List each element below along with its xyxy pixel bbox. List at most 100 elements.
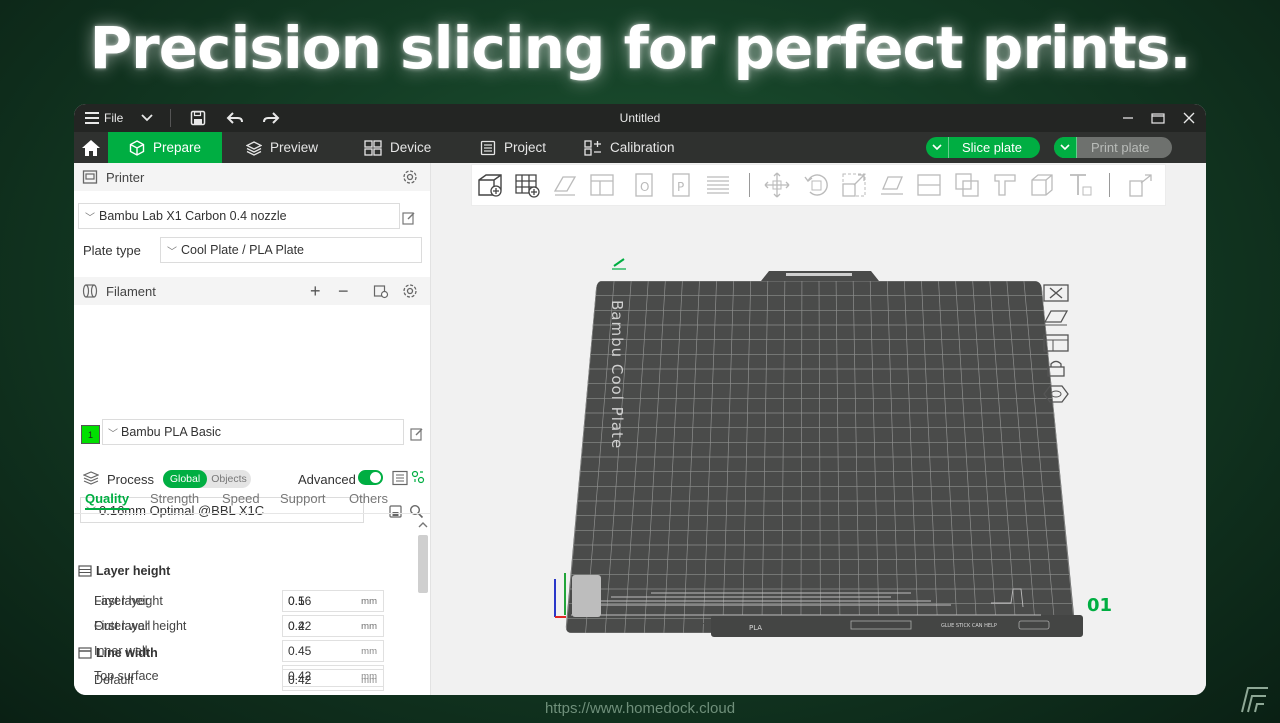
orient-plate-icon[interactable] — [1042, 307, 1070, 327]
delete-plate-icon[interactable] — [1042, 283, 1070, 303]
subtab-speed[interactable]: Speed — [222, 491, 260, 506]
close-icon[interactable] — [1183, 104, 1195, 132]
print-plate-label: Print plate — [1091, 140, 1150, 155]
tab-calibration[interactable]: Calibration — [584, 132, 675, 163]
advanced-label: Advanced — [298, 472, 356, 487]
arrange-plate-icon[interactable] — [1042, 333, 1070, 353]
support-paint-icon[interactable] — [991, 171, 1019, 199]
tab-preview[interactable]: Preview — [246, 132, 318, 163]
divider — [170, 109, 171, 127]
layer-height-group-title: Layer height — [78, 564, 170, 578]
add-object-icon[interactable] — [476, 171, 504, 199]
subtab-strength[interactable]: Strength — [150, 491, 200, 506]
plate-grid — [565, 281, 1076, 633]
pencil-icon[interactable] — [613, 258, 625, 267]
subtab-quality[interactable]: Quality — [85, 491, 130, 510]
subtab-support[interactable]: Support — [280, 491, 326, 506]
scale-icon[interactable] — [840, 171, 868, 199]
build-plate[interactable]: PLA GLUE STICK CAN HELP Bambu Cool Plate… — [431, 163, 1206, 695]
toggle-objects[interactable]: Objects — [211, 473, 247, 485]
home-button[interactable] — [74, 132, 107, 163]
chevron-down-icon: ﹀ — [167, 246, 177, 258]
file-menu[interactable]: File — [84, 104, 123, 132]
advanced-switch[interactable] — [358, 470, 383, 485]
lock-plate-icon[interactable] — [1042, 358, 1070, 378]
filament-slot-swatch[interactable]: 1 — [81, 425, 100, 444]
settings-sidebar: Printer ﹀ Bambu Lab X1 Carbon 0.4 nozzle… — [74, 163, 431, 695]
rotate-icon[interactable] — [802, 171, 830, 199]
undo-icon[interactable] — [226, 104, 244, 132]
remove-filament-icon[interactable]: − — [338, 280, 349, 301]
edit-icon[interactable] — [402, 211, 416, 225]
chevron-down-icon[interactable] — [1054, 137, 1077, 158]
tab-prepare[interactable]: Prepare — [108, 132, 222, 163]
arrange-icon[interactable] — [588, 171, 616, 199]
scrollbar[interactable] — [417, 519, 429, 695]
slice-plate-button[interactable]: Slice plate — [926, 137, 1040, 158]
process-preset-select[interactable]: ﹀ 0.16mm Optimal @BBL X1C — [80, 497, 364, 523]
boolean-icon[interactable] — [953, 171, 981, 199]
3d-viewport[interactable]: O P — [431, 163, 1206, 695]
seam-paint-icon[interactable] — [1028, 171, 1056, 199]
divider — [1109, 173, 1110, 197]
tab-device[interactable]: Device — [364, 132, 431, 163]
add-filament-icon[interactable]: + — [310, 280, 321, 301]
lay-on-face-icon[interactable] — [878, 171, 906, 199]
chevron-up-icon[interactable] — [418, 521, 428, 529]
print-plate-button[interactable]: Print plate — [1054, 137, 1172, 158]
move-icon[interactable] — [763, 171, 791, 199]
split-objects-icon[interactable]: O — [630, 171, 658, 199]
plate-settings-icon[interactable] — [1042, 384, 1070, 404]
sync-icon[interactable] — [373, 283, 389, 299]
plate-type-value: Cool Plate / PLA Plate — [181, 243, 304, 257]
process-subtabs: Quality Strength Speed Support Others — [74, 488, 430, 514]
list-icon[interactable] — [392, 470, 408, 486]
orient-icon[interactable] — [551, 171, 579, 199]
purge-lines — [571, 588, 1041, 616]
tab-label: Device — [390, 140, 432, 155]
gear-icon[interactable] — [402, 283, 418, 299]
tab-label: Calibration — [610, 140, 675, 155]
cut-icon[interactable] — [915, 171, 943, 199]
viewport-toolbar: O P — [471, 164, 1166, 206]
layer-height-icon — [78, 565, 92, 577]
tab-project[interactable]: Project — [480, 132, 546, 163]
scrollbar-thumb[interactable] — [418, 535, 428, 593]
save-icon[interactable] — [190, 104, 206, 132]
filament-icon — [82, 284, 98, 298]
switch-knob — [370, 472, 381, 483]
variable-layer-icon[interactable] — [704, 171, 732, 199]
minimize-icon[interactable] — [1122, 104, 1134, 132]
add-plate-icon[interactable] — [513, 171, 541, 199]
toggle-global[interactable]: Global — [163, 470, 207, 488]
plate-type-select[interactable]: ﹀ Cool Plate / PLA Plate — [160, 237, 422, 263]
save-icon[interactable] — [389, 505, 402, 518]
maximize-icon[interactable] — [1151, 104, 1165, 132]
chevron-down-icon: ﹀ — [108, 428, 118, 440]
printer-section-header[interactable]: Printer — [74, 163, 430, 191]
text-emboss-icon[interactable] — [1066, 171, 1094, 199]
gear-icon[interactable] — [402, 169, 418, 185]
plate-brand-text: Bambu Cool Plate — [608, 300, 626, 449]
subtab-others[interactable]: Others — [349, 491, 389, 506]
svg-text:P: P — [677, 180, 684, 194]
window-title: Untitled — [619, 111, 661, 125]
compare-icon[interactable] — [411, 470, 425, 484]
file-label: File — [104, 111, 124, 125]
edit-icon[interactable] — [410, 427, 424, 441]
printer-select[interactable]: ﹀ Bambu Lab X1 Carbon 0.4 nozzle — [78, 203, 400, 229]
global-objects-toggle[interactable]: Global Objects — [163, 470, 251, 488]
filament-section-header[interactable]: Filament + − — [74, 277, 430, 305]
project-icon — [480, 140, 496, 155]
filament-select[interactable]: ﹀ Bambu PLA Basic — [102, 419, 404, 445]
chevron-down-icon[interactable] — [140, 104, 154, 132]
origin-marker — [572, 575, 601, 617]
slice-plate-label: Slice plate — [962, 140, 1022, 155]
split-parts-icon[interactable]: P — [667, 171, 695, 199]
assembly-icon[interactable] — [1127, 171, 1155, 199]
chevron-down-icon[interactable] — [926, 137, 949, 158]
redo-icon[interactable] — [262, 104, 280, 132]
